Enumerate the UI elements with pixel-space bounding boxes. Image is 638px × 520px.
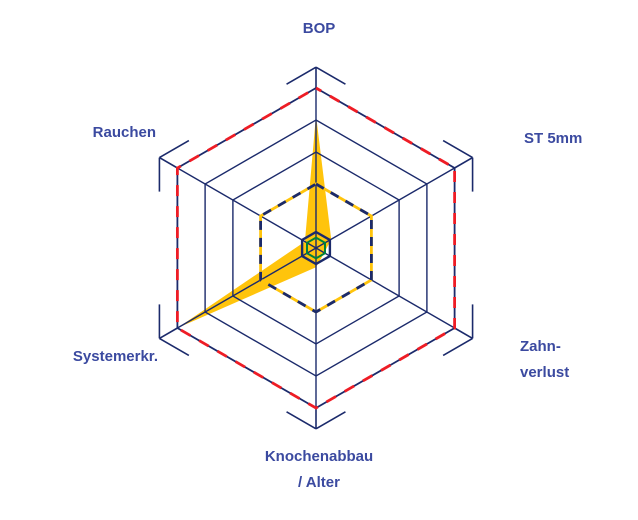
risk-profile-polygon	[177, 115, 332, 328]
axis-bracket	[286, 66, 317, 85]
low-risk-ring	[306, 236, 326, 260]
axis-label-bop: BOP	[302, 20, 336, 37]
axis-label-rauchen: Rauchen	[92, 124, 156, 141]
axis-bracket	[442, 139, 473, 159]
axis-label-st5mm: ST 5mm	[524, 130, 583, 147]
axis-spoke	[315, 247, 455, 329]
axis-tick	[159, 327, 178, 340]
axis-bracket	[286, 411, 317, 430]
axis-label-systemerkr: Systemerkr.	[72, 348, 158, 365]
axis-bracket	[159, 337, 190, 357]
high-risk-ring	[175, 86, 457, 410]
axis-bracket	[442, 337, 473, 357]
axis-tick	[454, 327, 473, 340]
axis-spoke	[177, 167, 317, 249]
moderate-risk-ring	[259, 182, 373, 314]
axis-spoke	[315, 167, 455, 249]
axis-spoke	[177, 247, 317, 329]
axis-label-zahnverlust: Zahn- verlust	[520, 338, 570, 381]
axis-bracket	[315, 66, 346, 85]
axis-tick	[454, 156, 473, 169]
axis-bracket	[315, 411, 346, 430]
axis-bracket	[159, 139, 190, 159]
axis-label-knochenabbau: Knochenabbau / Alter	[264, 448, 374, 491]
axis-tick	[159, 156, 178, 169]
center-ring-navy	[300, 230, 332, 266]
